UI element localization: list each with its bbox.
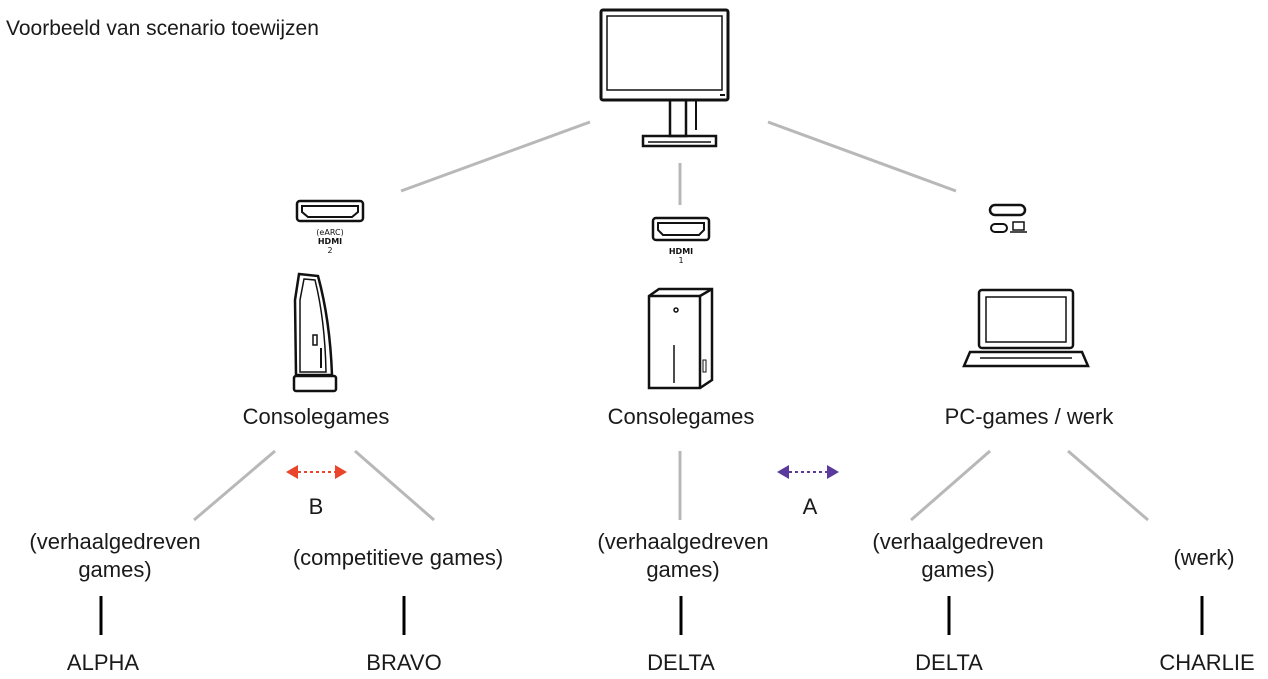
- mode-label-bravo: BRAVO: [366, 650, 442, 675]
- page-title: Voorbeeld van scenario toewijzen: [6, 17, 319, 40]
- hdmi-2-number: 2: [327, 246, 333, 255]
- connector-console1-bravo: [354, 449, 435, 522]
- switch-label-a: A: [802, 494, 818, 519]
- hdmi-logo: HDMI: [668, 247, 694, 256]
- hdmi-1-label: HDMI 1: [669, 247, 693, 265]
- double-arrow-b-icon: [286, 465, 347, 479]
- laptop-icon: [962, 288, 1090, 368]
- scenario-label-1: (verhaalgedreven games): [29, 528, 200, 584]
- mode-label-alpha: ALPHA: [66, 650, 140, 675]
- monitor-icon: [599, 8, 730, 148]
- hdmi-port-2-icon: [295, 199, 365, 223]
- connector-monitor-usbc: [767, 120, 957, 193]
- mode-ticks: [99, 596, 1204, 635]
- connector-laptop-delta: [910, 449, 991, 522]
- switch-label-b: B: [308, 494, 324, 519]
- scenario-1-line-1: (verhaalgedreven: [29, 529, 201, 554]
- scenario-label-5: (werk): [1173, 545, 1235, 570]
- device-label-console-1: Consolegames: [242, 404, 390, 429]
- mode-label-charlie: CHARLIE: [1159, 650, 1255, 675]
- usb-c-port-icon: [988, 203, 1027, 233]
- earc-label: (eARC): [316, 228, 344, 237]
- hdmi-2-label: (eARC) HDMI 2: [316, 228, 343, 255]
- connector-laptop-charlie: [1067, 449, 1149, 522]
- connector-lines: [193, 120, 1149, 522]
- game-console-box-icon: [647, 287, 714, 390]
- scenario-label-3: (verhaalgedreven games): [597, 528, 768, 584]
- game-console-tower-icon: [292, 272, 338, 393]
- connector-console1-alpha: [193, 449, 276, 522]
- mode-label-delta-2: DELTA: [915, 650, 983, 675]
- device-label-laptop: PC-games / werk: [944, 404, 1114, 429]
- scenario-4-line-2: games): [921, 557, 995, 582]
- double-arrow-a-icon: [777, 465, 839, 479]
- scenario-3-line-1: (verhaalgedreven: [597, 529, 769, 554]
- scenario-label-2: (competitieve games): [292, 545, 504, 570]
- hdmi-1-number: 1: [678, 256, 684, 265]
- scenario-4-line-1: (verhaalgedreven: [872, 529, 1044, 554]
- scenario-1-line-2: games): [78, 557, 152, 582]
- hdmi-logo: HDMI: [317, 237, 343, 246]
- scenario-3-line-2: games): [646, 557, 720, 582]
- hdmi-port-1-icon: [651, 216, 711, 242]
- connector-monitor-hdmi2: [400, 120, 591, 193]
- device-label-console-2: Consolegames: [607, 404, 755, 429]
- mode-label-delta-1: DELTA: [647, 650, 715, 675]
- scenario-label-4: (verhaalgedreven games): [872, 528, 1043, 584]
